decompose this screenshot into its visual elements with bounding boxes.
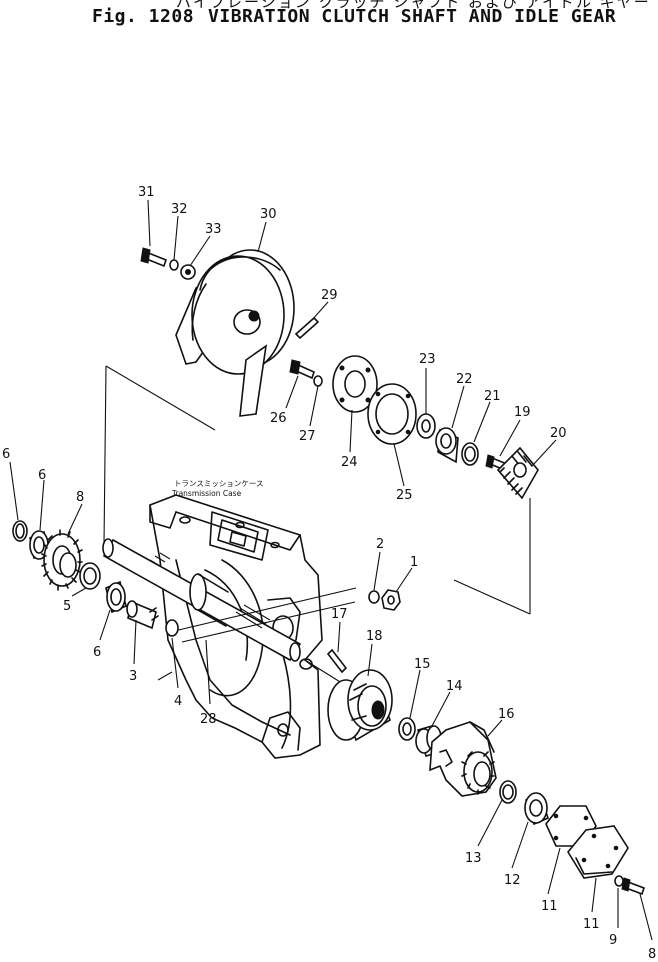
callout-15: 14 xyxy=(446,679,463,694)
clutch-19 xyxy=(327,669,393,742)
callout-7: 6 xyxy=(2,447,10,462)
callout-11: 11 xyxy=(583,917,600,932)
bolt-32 xyxy=(140,247,167,268)
figure-header: バイブレーション クラッチ シャフト および アイドル ギヤー Fig. 120… xyxy=(0,0,658,34)
callout-28: 27 xyxy=(299,429,316,444)
callout-25: 24 xyxy=(341,455,358,470)
callout-4: 4 xyxy=(174,694,182,709)
callout-33: 32 xyxy=(171,202,188,217)
callout-9: 8 xyxy=(648,947,656,962)
bolt-27 xyxy=(289,359,315,380)
case-label-jp: トランスミッションケース xyxy=(174,479,263,488)
figure-number: Fig. 1208 xyxy=(92,6,195,27)
washer-2 xyxy=(368,590,380,604)
callout-20: 19 xyxy=(514,405,531,420)
callout-27: 26 xyxy=(270,411,287,426)
bearing-24 xyxy=(416,413,436,439)
bearing-6-lower xyxy=(105,580,127,614)
callout-10: 9 xyxy=(609,933,617,948)
callout-34: 33 xyxy=(205,222,222,237)
callout-leaders xyxy=(9,199,653,941)
shaft-3 xyxy=(126,600,159,630)
callout-21: 20 xyxy=(550,426,567,441)
gear-housing-17 xyxy=(429,721,497,797)
callout-23: 22 xyxy=(456,372,473,387)
callout-1: 1 xyxy=(410,555,418,570)
callout-14: 13 xyxy=(465,851,482,866)
washer-10 xyxy=(614,875,624,887)
callout-26: 25 xyxy=(396,488,413,503)
nut-1 xyxy=(381,589,401,611)
callout-6-upper: 6 xyxy=(38,468,46,483)
callout-2: 2 xyxy=(376,537,384,552)
gasket-26 xyxy=(367,383,417,445)
callout-13: 12 xyxy=(504,873,521,888)
idle-gear-8 xyxy=(41,529,83,591)
callout-17: 16 xyxy=(498,707,515,722)
key-30 xyxy=(294,316,320,340)
callout-22: 21 xyxy=(484,389,501,404)
bearing-13 xyxy=(524,792,549,826)
callout-8: 8 xyxy=(76,490,84,505)
bearing-23 xyxy=(435,427,459,464)
flange-25 xyxy=(332,355,378,413)
callout-numbers: 31 32 33 30 29 26 27 24 25 23 22 21 19 2… xyxy=(2,185,656,962)
callout-12: 11 xyxy=(541,899,558,914)
cover-11 xyxy=(567,825,629,879)
callout-18: 17 xyxy=(331,607,348,622)
washer-28 xyxy=(313,375,323,387)
washer-33 xyxy=(169,259,179,271)
bearing-16 xyxy=(398,717,416,741)
figure-title: Fig. 1208 VIBRATION CLUTCH SHAFT AND IDLE… xyxy=(92,6,630,27)
clutch-shaft xyxy=(102,538,302,662)
o-ring-4 xyxy=(165,619,179,637)
spacer-5 xyxy=(79,562,101,590)
japanese-title: バイブレーション クラッチ シャフト および アイドル ギヤー xyxy=(176,0,651,11)
case-label-en: Transmission Case xyxy=(171,489,242,498)
key-18 xyxy=(326,648,348,674)
bevel-gear-21 xyxy=(496,446,539,500)
pulley-assembly xyxy=(175,249,295,417)
callout-24: 23 xyxy=(419,352,436,367)
bolt-9 xyxy=(621,877,646,896)
callout-5: 5 xyxy=(63,599,71,614)
callout-29: 28 xyxy=(200,712,217,727)
callout-16: 15 xyxy=(414,657,431,672)
callout-3: 3 xyxy=(129,669,137,684)
callout-32: 31 xyxy=(138,185,155,200)
callout-30: 29 xyxy=(321,288,338,303)
callout-6-lower: 6 xyxy=(93,645,101,660)
callout-31: 30 xyxy=(260,207,277,222)
assembly-leader-lines xyxy=(103,365,531,686)
figure-caption: VIBRATION CLUTCH SHAFT AND IDLE GEAR xyxy=(208,6,617,27)
callout-19: 18 xyxy=(366,629,383,644)
